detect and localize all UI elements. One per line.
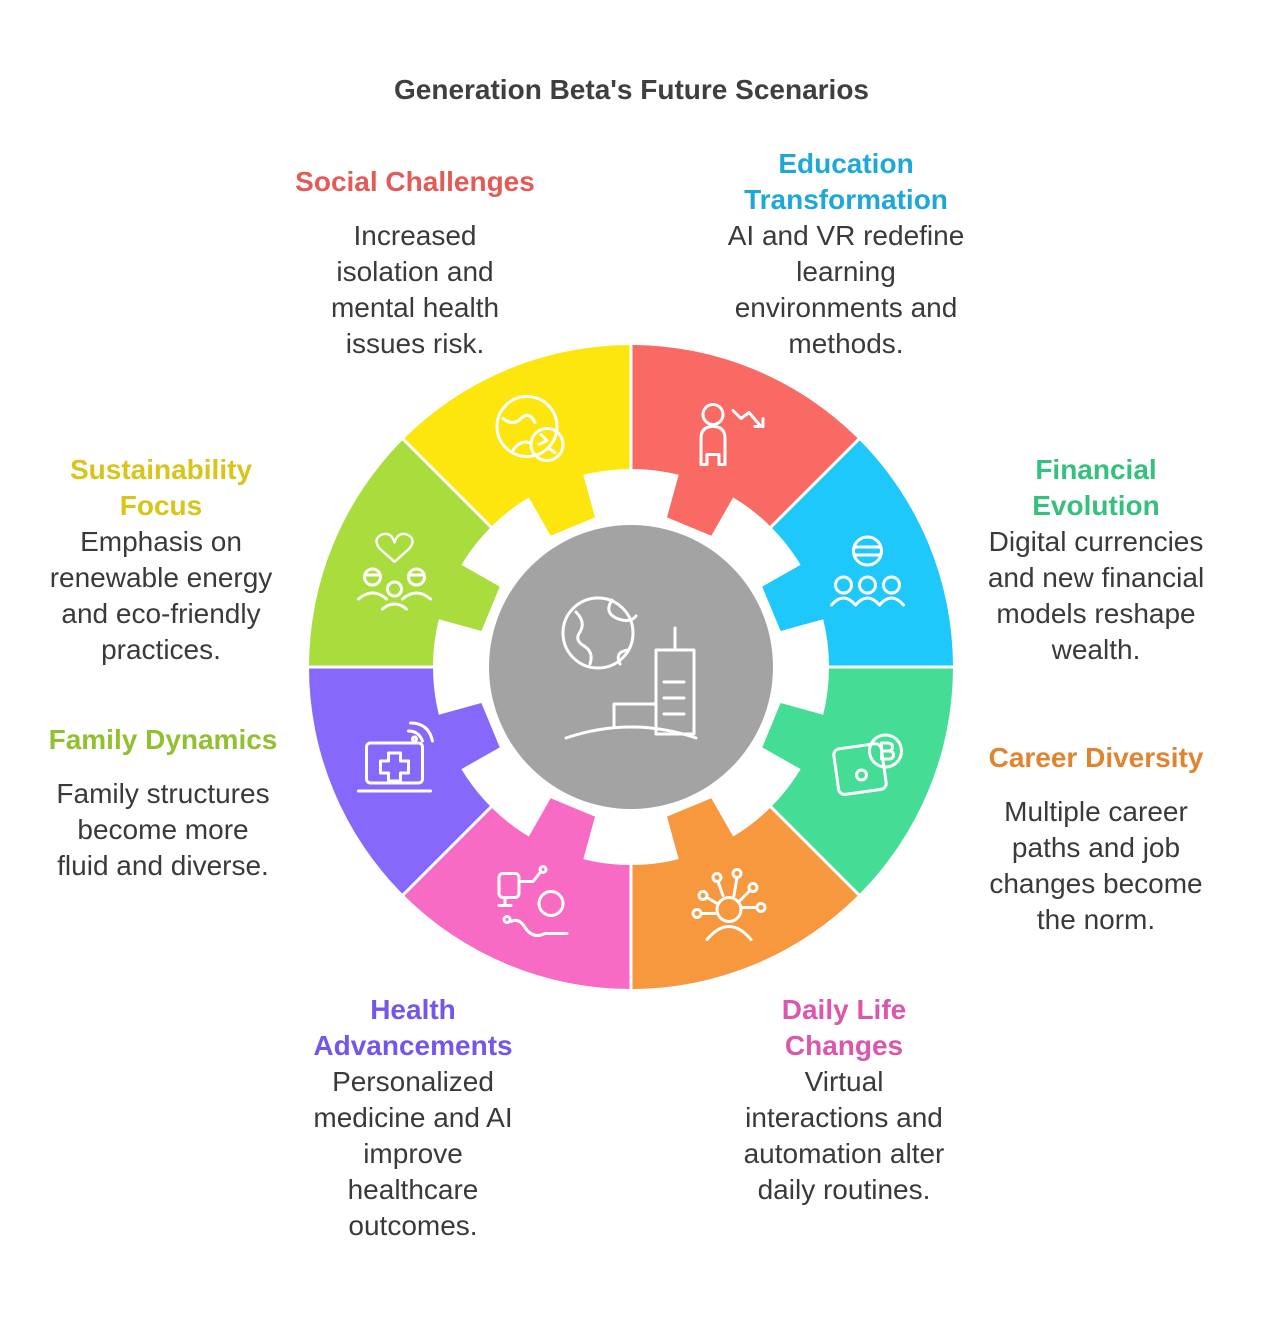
globe-city-icon bbox=[561, 596, 698, 740]
segment-tab-financial bbox=[762, 702, 828, 772]
robot-arm-person-icon bbox=[497, 865, 569, 937]
segment-tab-sustainability bbox=[526, 470, 596, 536]
financial-title: Financial Evolution bbox=[1032, 454, 1160, 521]
person-decline-icon bbox=[699, 403, 765, 466]
label-education: Education Transformation AI and VR redef… bbox=[706, 146, 986, 362]
vr-headset-group-icon bbox=[830, 535, 905, 607]
social-title: Social Challenges bbox=[295, 166, 535, 197]
segment-tab-daily bbox=[526, 798, 596, 864]
segment-divider bbox=[767, 803, 862, 898]
segment-tab-social bbox=[666, 470, 736, 536]
segment-tab-family bbox=[434, 562, 500, 632]
label-family: Family Dynamics Family structures become… bbox=[36, 722, 290, 884]
segment-social bbox=[631, 345, 859, 527]
segment-divider bbox=[400, 803, 495, 898]
social-description: Increased isolation and mental health is… bbox=[330, 220, 500, 359]
family-title: Family Dynamics bbox=[48, 724, 278, 755]
health-title: Health Advancements bbox=[313, 994, 513, 1061]
family-description: Family structures become more fluid and … bbox=[56, 778, 270, 881]
daily-description: Virtual interactions and automation alte… bbox=[743, 1066, 945, 1205]
segment-career bbox=[631, 807, 859, 989]
label-health: Health Advancements Personalized medicin… bbox=[286, 992, 540, 1244]
person-options-icon bbox=[691, 868, 767, 941]
segment-divider bbox=[767, 436, 862, 531]
segment-education bbox=[771, 439, 953, 667]
center-circle bbox=[489, 525, 773, 809]
label-sustainability: Sustainability Focus Emphasis on renewab… bbox=[34, 452, 288, 668]
health-description: Personalized medicine and AI improve hea… bbox=[313, 1066, 513, 1241]
segment-sustainability bbox=[403, 345, 631, 527]
daily-title: Daily Life Changes bbox=[781, 994, 907, 1061]
page-title: Generation Beta's Future Scenarios bbox=[393, 74, 869, 105]
label-daily: Daily Life Changes Virtual interactions … bbox=[714, 992, 974, 1208]
label-social: Social Challenges Increased isolation an… bbox=[280, 164, 550, 362]
career-title: Career Diversity bbox=[988, 742, 1204, 773]
sustainability-title: Sustainability Focus bbox=[69, 454, 253, 521]
segment-tab-health bbox=[434, 702, 500, 772]
segment-divider bbox=[400, 436, 495, 531]
wallet-bitcoin-icon bbox=[832, 733, 903, 796]
segment-family bbox=[309, 439, 491, 667]
education-description: AI and VR redefine learning environments… bbox=[727, 220, 965, 359]
laptop-medical-icon bbox=[357, 721, 434, 793]
globe-recycle-icon bbox=[495, 395, 565, 462]
label-career: Career Diversity Multiple career paths a… bbox=[976, 740, 1216, 938]
sustainability-description: Emphasis on renewable energy and eco-fri… bbox=[49, 526, 273, 665]
label-financial: Financial Evolution Digital currencies a… bbox=[966, 452, 1226, 668]
segment-tab-career bbox=[666, 798, 736, 864]
family-heart-icon bbox=[357, 532, 432, 611]
segment-tab-education bbox=[762, 562, 828, 632]
financial-description: Digital currencies and new financial mod… bbox=[987, 526, 1205, 665]
education-title: Education Transformation bbox=[744, 148, 948, 215]
career-description: Multiple career paths and job changes be… bbox=[989, 796, 1203, 935]
